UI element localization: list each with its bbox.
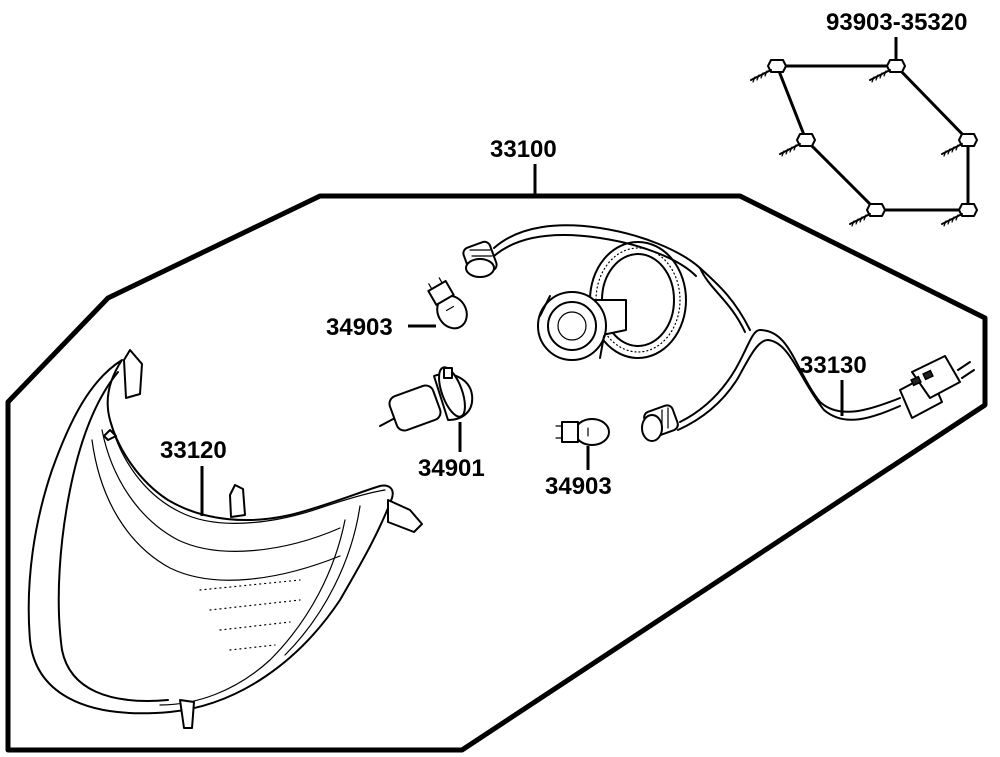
part-number-bulb-upper[interactable]: 34903	[326, 314, 393, 341]
bulb-upper-group: 34903	[326, 277, 468, 341]
screw-icon	[941, 133, 978, 157]
main-bulb-group: 34901	[379, 366, 485, 482]
screw-icon	[779, 133, 816, 157]
screw-icon	[869, 59, 906, 83]
socket-assembly-drawing	[537, 241, 687, 361]
part-number-assembly[interactable]: 33100	[490, 136, 557, 163]
assembly-boundary-outline	[5, 193, 988, 753]
part-number-screws[interactable]: 93903-35320	[826, 9, 967, 36]
halogen-bulb-icon	[379, 366, 474, 432]
lens-housing-drawing	[27, 359, 394, 715]
part-number-wire-harness[interactable]: 33130	[800, 352, 867, 379]
screw-icon	[941, 203, 978, 227]
screw-icon	[750, 59, 787, 83]
label-group-assembly: 33100	[490, 136, 557, 196]
wedge-bulb-icon	[427, 277, 468, 330]
screw-set-group: 93903-35320	[750, 9, 978, 227]
bulb-socket-icon	[462, 240, 498, 278]
screw-icon	[849, 203, 886, 227]
wedge-bulb-icon	[555, 418, 610, 446]
lens-housing-group: 33120	[27, 349, 423, 729]
bulb-socket-icon	[641, 404, 679, 442]
wire-harness-group: 33130	[462, 224, 975, 442]
part-number-bulb-lower[interactable]: 34903	[545, 473, 612, 500]
part-number-lens-housing[interactable]: 33120	[160, 437, 227, 464]
part-number-main-bulb[interactable]: 34901	[418, 455, 485, 482]
bulb-lower-group: 34903	[545, 418, 612, 500]
wire-connector-icon	[899, 355, 975, 419]
